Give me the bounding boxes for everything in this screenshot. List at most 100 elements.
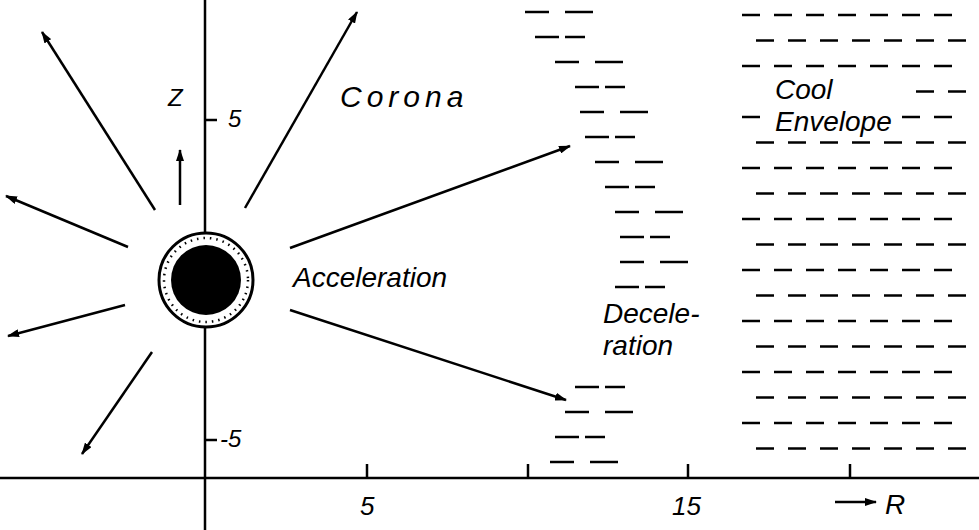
dash [838,218,856,221]
axis-label: R [885,489,905,521]
tick-number: 5 [228,105,241,133]
dash [948,192,966,195]
dash [742,65,760,68]
dash [852,39,870,42]
dash [870,167,888,170]
dash [934,269,952,272]
dash [820,192,838,195]
dash [934,422,952,425]
dash [774,269,792,272]
dash [948,39,966,42]
dash [590,461,618,464]
star [159,233,253,327]
dash [756,243,774,246]
dash [806,422,824,425]
dash [585,136,609,139]
dash [660,261,688,264]
dash [948,243,966,246]
dash [605,411,633,414]
dash [742,14,760,17]
dash [852,294,870,297]
wind-arrows [6,12,570,454]
dash [774,371,792,374]
dash [916,192,934,195]
dash [806,218,824,221]
dash [916,90,934,93]
dash [605,386,625,389]
dash [870,65,888,68]
dash [806,65,824,68]
z-arrow [179,150,182,205]
dash [788,141,806,144]
tick-number: 5 [360,492,374,522]
dash [788,447,806,450]
dash [575,386,599,389]
dash [756,345,774,348]
dash [742,218,760,221]
dash [902,422,920,425]
dash [902,65,920,68]
dash [756,396,774,399]
dash [820,39,838,42]
region-label: Acceleration [293,262,447,294]
dash [870,218,888,221]
dash [756,447,774,450]
dash [605,186,629,189]
r-arrow [835,501,876,504]
dash [774,167,792,170]
dash [852,141,870,144]
dash [870,371,888,374]
dash [916,396,934,399]
dash [650,236,670,239]
dash [948,294,966,297]
dash [934,14,952,17]
r-axis [0,477,979,480]
dash [934,116,952,119]
dash [820,447,838,450]
dash [870,320,888,323]
dash [655,211,683,214]
dash [774,422,792,425]
dash [620,111,648,114]
dash [756,141,774,144]
dash [884,294,902,297]
dash [948,345,966,348]
dash [742,371,760,374]
dash [902,371,920,374]
dash [884,192,902,195]
dash [916,345,934,348]
dash [774,218,792,221]
dash [934,65,952,68]
dash [525,11,549,14]
dash [806,371,824,374]
dash [555,61,579,64]
region-label: Corona [340,80,468,115]
dash [934,371,952,374]
dash [788,243,806,246]
dash [615,286,639,289]
dash [902,116,920,119]
dash [820,141,838,144]
dash [948,141,966,144]
dash [756,39,774,42]
dash [902,167,920,170]
dash [806,14,824,17]
dash [555,436,579,439]
dash [645,286,665,289]
dash [742,116,760,119]
dash [535,36,559,39]
dash [884,447,902,450]
dash [948,447,966,450]
dash [884,396,902,399]
dash [742,269,760,272]
dash [852,396,870,399]
dash [820,294,838,297]
dash [605,86,625,89]
dash [884,243,902,246]
dash [595,161,619,164]
region-label: Cool Envelope [775,74,892,138]
dash [550,461,574,464]
dash [820,345,838,348]
dash [580,111,604,114]
dash [852,345,870,348]
